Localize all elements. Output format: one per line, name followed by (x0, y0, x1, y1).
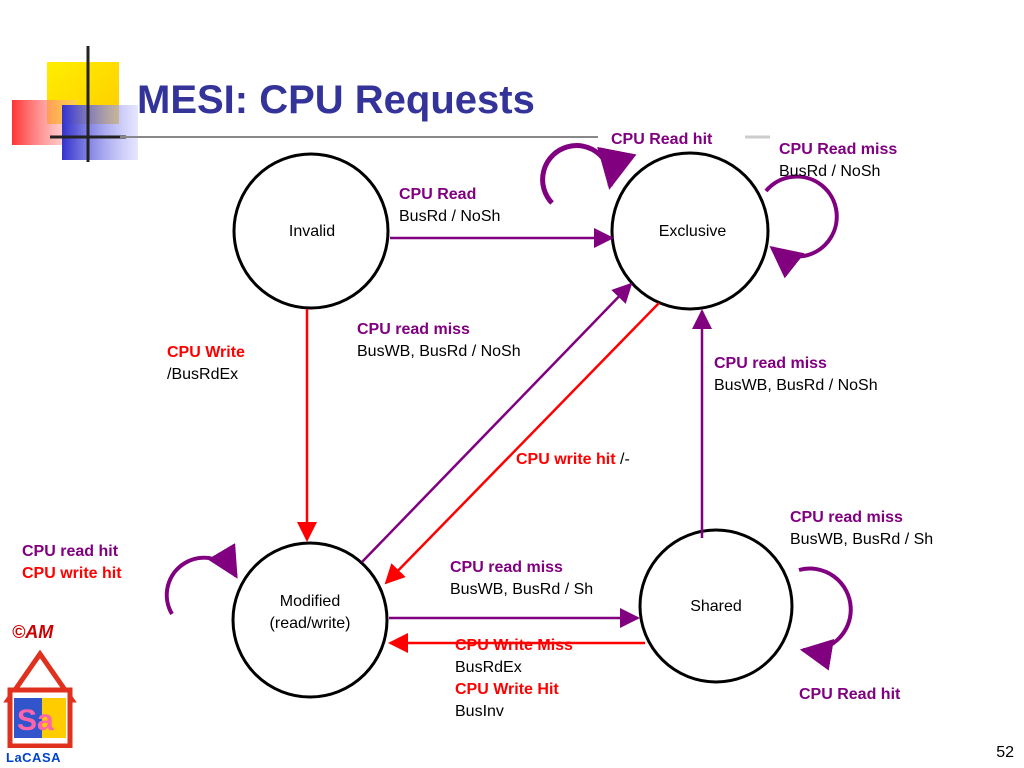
action-text: BusWB, BusRd / NoSh (714, 377, 878, 394)
action-text: BusWB, BusRd / Sh (790, 531, 934, 548)
label-exclusive-read-miss: CPU Read miss BusRd / NoSh (779, 139, 897, 183)
action-text-2: BusInv (455, 703, 504, 720)
state-exclusive: Exclusive (658, 223, 727, 240)
page-number: 52 (996, 744, 1014, 761)
blue-square (62, 105, 138, 160)
loop-shared (798, 566, 853, 671)
state-modified-circle (231, 541, 389, 699)
event-text-2: CPU write hit (22, 565, 122, 582)
state-shared-circle (638, 528, 794, 684)
event-text: CPU Read miss (779, 141, 898, 158)
logo-letters: Sa (17, 704, 54, 737)
arrow-modified-to-exclusive (361, 282, 633, 563)
loop-exclusive-read-hit (540, 143, 637, 205)
logo-text: LaCASA (6, 750, 62, 765)
event-text: CPU read miss (790, 509, 903, 526)
label-shared-to-modified: CPU Write Miss BusRdEx CPU Write Hit Bus… (455, 635, 573, 723)
event-text: CPU read miss (714, 355, 827, 372)
lacasa-logo: Sa (3, 649, 77, 748)
title-underline (120, 135, 770, 139)
action-text: BusRd / NoSh (399, 208, 501, 225)
event-text: CPU Read (399, 186, 477, 203)
action-text: /BusRdEx (167, 366, 239, 383)
state-modified-line2: (read/write) (269, 615, 351, 632)
state-invalid-circle (232, 152, 390, 310)
arrow-exclusive-to-modified (384, 302, 660, 585)
event-text: CPU Read hit (611, 131, 713, 148)
label-modified-loop: CPU read hit CPU write hit (22, 541, 122, 585)
event-text: CPU write hit (516, 451, 616, 468)
state-modified: Modified (read/write) (250, 591, 370, 635)
label-exclusive-to-modified: CPU write hit /- (516, 449, 630, 471)
slide-title: MESI: CPU Requests (137, 78, 535, 122)
event-text-2: CPU Write Hit (455, 681, 559, 698)
label-invalid-to-exclusive: CPU Read BusRd / NoSh (399, 184, 500, 228)
loop-modified-hits (164, 543, 238, 616)
event-text: CPU read miss (357, 321, 470, 338)
label-shared-read-hit: CPU Read hit (799, 684, 900, 706)
title-decoration (12, 46, 138, 162)
copyright-text: ©AM (12, 622, 54, 642)
action-text: BusWB, BusRd / NoSh (357, 343, 521, 360)
event-text: CPU Write Miss (455, 637, 573, 654)
loop-exclusive-read-miss (764, 174, 839, 279)
event-text: CPU Read hit (799, 686, 901, 703)
state-modified-line1: Modified (279, 593, 341, 610)
label-shared-read-miss: CPU read miss BusWB, BusRd / Sh (790, 507, 933, 551)
event-text: CPU Write (167, 344, 245, 361)
label-invalid-to-modified: CPU Write /BusRdEx (167, 342, 245, 386)
action-text: /- (620, 451, 630, 468)
label-modified-to-exclusive: CPU read miss BusWB, BusRd / NoSh (357, 319, 521, 363)
label-modified-to-shared: CPU read miss BusWB, BusRd / Sh (450, 557, 593, 601)
action-text: BusRd / NoSh (779, 163, 881, 180)
label-shared-to-exclusive: CPU read miss BusWB, BusRd / NoSh (714, 353, 878, 397)
event-text: CPU read miss (450, 559, 563, 576)
action-text: BusRdEx (455, 659, 522, 676)
state-invalid: Invalid (288, 223, 336, 240)
label-exclusive-read-hit: CPU Read hit (611, 129, 712, 151)
action-text: BusWB, BusRd / Sh (450, 581, 594, 598)
state-shared: Shared (690, 598, 742, 615)
event-text: CPU read hit (22, 543, 119, 560)
